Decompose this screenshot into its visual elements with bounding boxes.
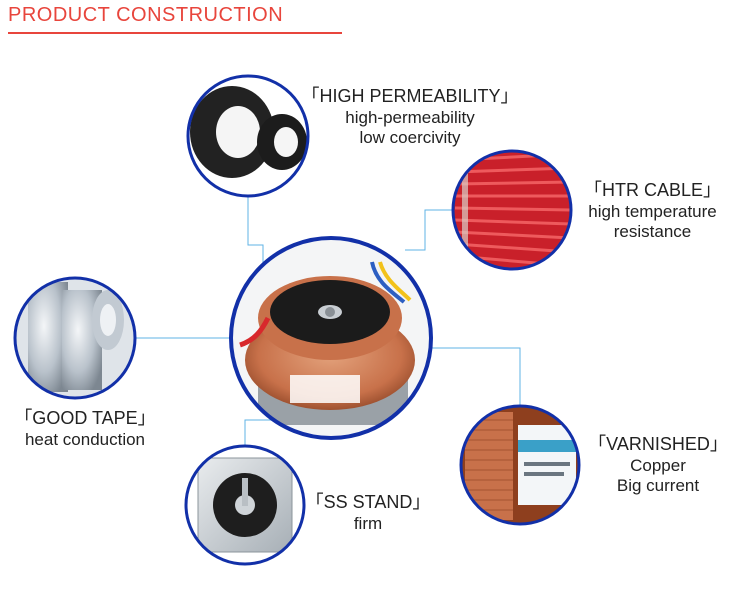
page-title: PRODUCT CONSTRUCTION (8, 4, 284, 26)
toroidal-transformer-icon (229, 236, 433, 440)
label-good-tape-title: 「GOOD TAPE」 (14, 408, 156, 428)
aluminum-tape-roll-icon (13, 276, 137, 400)
label-high-permeability-line1: high-permeability (345, 108, 475, 127)
label-varnished: 「VARNISHED」 Copper Big current (578, 430, 738, 496)
label-ss-stand-title: 「SS STAND」 (305, 492, 431, 512)
red-cable-bundle-icon (451, 149, 573, 271)
label-varnished-line2: Big current (616, 476, 700, 495)
steel-stand-plate-icon (184, 444, 306, 566)
label-ss-stand: 「SS STAND」 firm (298, 488, 438, 534)
label-high-permeability-line2: low coercivity (359, 128, 461, 147)
label-htr-cable-line2: resistance (613, 222, 692, 241)
copper-wire-spools-icon (459, 404, 581, 526)
label-htr-cable-line1: high temperature (588, 202, 717, 221)
label-htr-cable-title: 「HTR CABLE」 (583, 180, 722, 200)
label-ss-stand-line1: firm (353, 514, 383, 533)
label-high-permeability: 「HIGH PERMEABILITY」 high-permeability lo… (290, 82, 530, 148)
label-varnished-line1: Copper (630, 456, 686, 475)
label-good-tape-line1: heat conduction (24, 430, 146, 449)
label-good-tape: 「GOOD TAPE」 heat conduction (0, 404, 170, 450)
ferrite-core-rings-icon (186, 74, 310, 198)
label-htr-cable: 「HTR CABLE」 high temperature resistance (570, 176, 735, 242)
title-underline (8, 32, 342, 34)
label-high-permeability-title: 「HIGH PERMEABILITY」 (301, 86, 519, 106)
label-varnished-title: 「VARNISHED」 (588, 434, 728, 454)
connector-lines (135, 196, 521, 446)
